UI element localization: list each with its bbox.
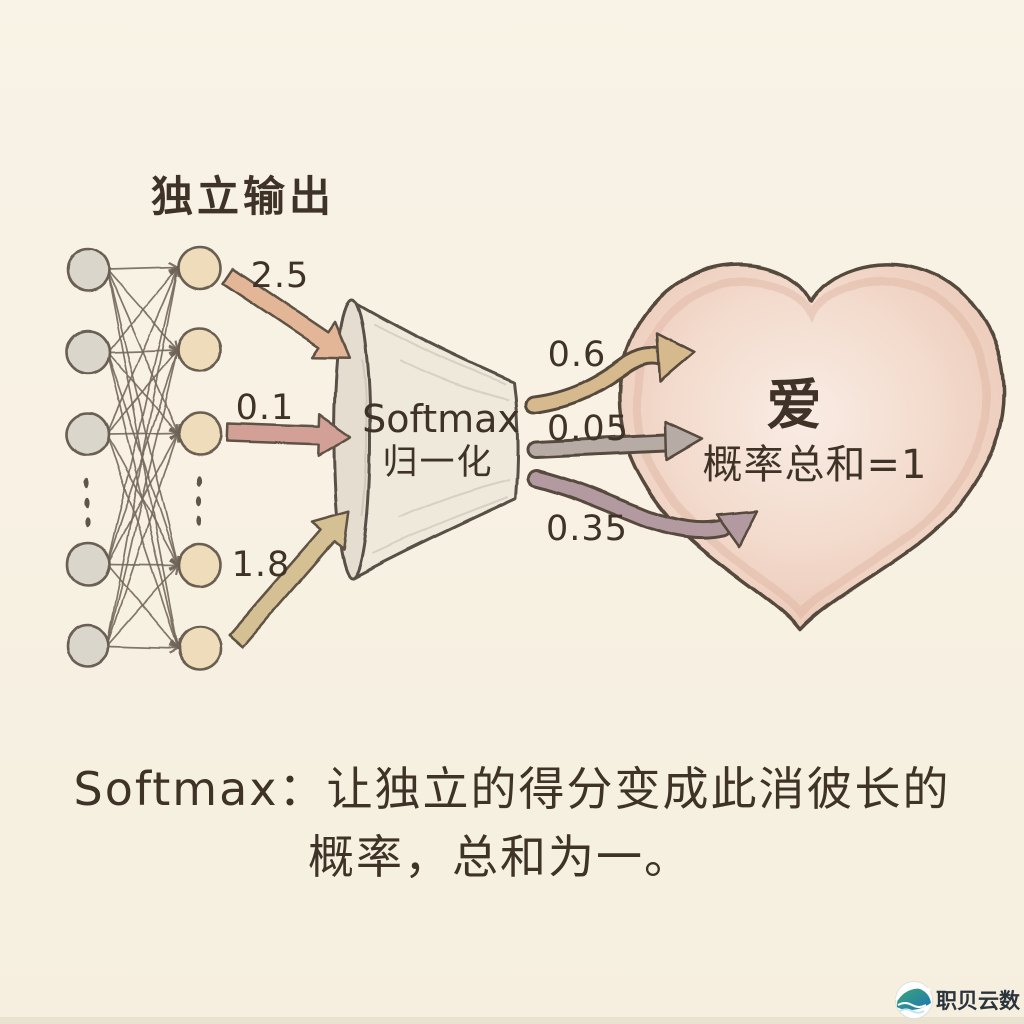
heart-pencil-shading	[632, 276, 991, 621]
heart-label: 爱	[766, 373, 821, 437]
funnel-body	[349, 298, 520, 579]
wave-globe-icon	[895, 981, 933, 1019]
output-node	[177, 625, 223, 671]
score-label-bottom: 1.8	[232, 545, 291, 585]
softmax-funnel	[332, 297, 520, 579]
diagram-title: 独立输出	[151, 172, 335, 221]
caption-line-1: Softmax：让独立的得分变成此消彼长的	[74, 762, 951, 816]
score-label-middle: 0.1	[236, 388, 295, 428]
ellipsis-dots	[84, 475, 202, 529]
prob-arrowhead-bottom	[714, 509, 759, 549]
input-node	[65, 329, 111, 375]
input-node	[65, 411, 111, 457]
input-node	[65, 541, 111, 587]
prob-arrowhead-top	[655, 331, 696, 383]
prob-label-top: 0.6	[548, 335, 607, 375]
output-node	[177, 410, 223, 456]
input-node	[65, 247, 111, 293]
output-layer-nodes	[177, 245, 223, 671]
heart-formula: 概率总和=1	[703, 442, 928, 488]
output-node	[177, 542, 223, 588]
watermark-brand-text: 职贝云数	[936, 989, 1021, 1013]
funnel-label: Softmax	[362, 397, 520, 441]
output-node	[177, 245, 223, 291]
prob-arrowhead-middle	[663, 420, 704, 462]
score-arrow-middle	[225, 412, 353, 458]
output-probability-arrows	[524, 331, 759, 549]
output-node	[177, 327, 223, 373]
neural-network	[65, 245, 223, 671]
score-label-top: 2.5	[251, 256, 310, 296]
input-layer-nodes	[65, 247, 111, 669]
watermark: 职贝云数	[895, 981, 1021, 1019]
prob-label-bottom: 0.35	[546, 509, 628, 549]
nn-connections	[106, 262, 183, 654]
score-arrow-top	[221, 267, 352, 360]
funnel-sublabel: 归一化	[382, 443, 493, 483]
paper-bottom-edge	[0, 1017, 1024, 1024]
input-score-arrows	[221, 267, 353, 649]
caption-line-2: 概率，总和为一。	[308, 830, 692, 884]
input-node	[65, 623, 111, 669]
score-arrow-bottom	[227, 509, 351, 649]
prob-label-middle: 0.05	[547, 409, 629, 449]
